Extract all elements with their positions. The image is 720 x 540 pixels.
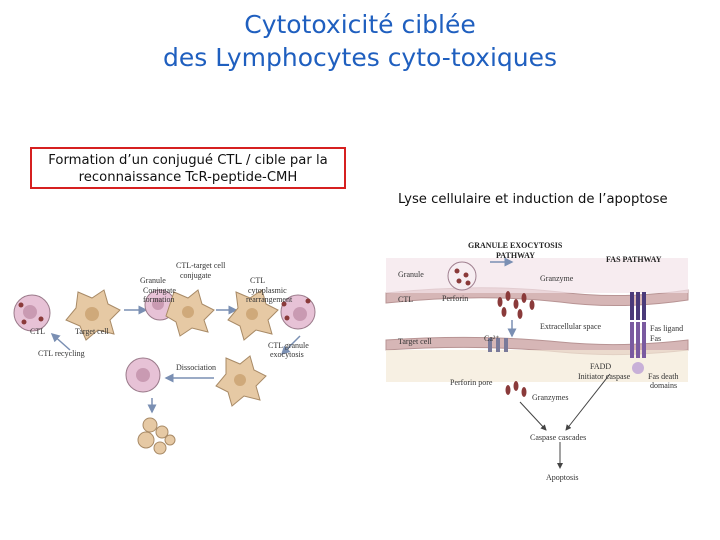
apoptotic-debris: [137, 417, 176, 455]
label-ctl-top: CTL: [250, 276, 265, 285]
label-cytoplasmic-1: cytoplasmic: [248, 286, 287, 295]
label-perforin: Perforin: [442, 294, 468, 303]
perforin-pore: [488, 338, 508, 352]
label-ctl-right: CTL: [398, 295, 413, 304]
label-target-cell-right: Target cell: [398, 337, 432, 346]
slide-title: Cytotoxicité ciblée des Lymphocytes cyto…: [0, 8, 720, 74]
label-granzymes: Granzymes: [532, 393, 568, 402]
granule-vesicle: [447, 261, 477, 291]
label-cytoplasmic-2: rearrangement: [246, 295, 293, 304]
conjugate-cells: [144, 289, 215, 337]
label-perforin-pore: Perforin pore: [450, 378, 493, 387]
label-ctl: CTL: [30, 327, 45, 336]
label-ctl-granule-2: exocytosis: [270, 350, 304, 359]
label-fas: Fas: [650, 334, 661, 343]
label-ctl-granule-1: CTL granule: [268, 341, 309, 350]
label-fas-death-2: domains: [650, 381, 677, 390]
label-dissociation: Dissociation: [176, 363, 216, 372]
label-initiator-caspase: Initiator caspase: [578, 372, 631, 381]
lysis-caption: Lyse cellulaire et induction de l’apopto…: [398, 192, 668, 207]
label-caspase-cascades: Caspase cascades: [530, 433, 586, 442]
label-granule: Granule: [140, 276, 166, 285]
title-line-2: des Lymphocytes cyto-toxiques: [162, 43, 558, 72]
ctl-cell-1: [13, 294, 51, 332]
box-line-2: reconnaissance TcR-peptide-CMH: [78, 170, 298, 185]
conjugate-formation-box: Formation d’un conjugué CTL / cible par …: [30, 147, 346, 189]
exocytosed-granzymes: [497, 291, 535, 319]
label-fas-death-1: Fas death: [648, 372, 678, 381]
label-granule-right: Granule: [398, 270, 424, 279]
label-fadd: FADD: [590, 362, 611, 371]
label-ctl-recycling: CTL recycling: [38, 349, 85, 358]
label-fas-pathway: FAS PATHWAY: [606, 255, 662, 264]
label-extracellular-space: Extracellular space: [540, 322, 602, 331]
dissociation-cells: [125, 355, 267, 407]
title-line-1: Cytotoxicité ciblée: [244, 10, 476, 39]
label-granzyme: Granzyme: [540, 274, 574, 283]
label-fas-ligand: Fas ligand: [650, 324, 683, 333]
lysis-pathway-diagram: GRANULE EXOCYTOSIS PATHWAY FAS PATHWAY G…: [385, 241, 689, 482]
label-granule-exocytosis-2: PATHWAY: [496, 251, 535, 260]
label-conjugate: conjugate: [180, 271, 212, 280]
intracellular-granzymes: [505, 381, 527, 397]
label-ca: Ca²⁺: [484, 334, 500, 343]
label-conjugate-formation-1: Conjugate: [143, 286, 176, 295]
label-apoptosis: Apoptosis: [546, 473, 578, 482]
label-ctl-target-conjugate: CTL-target cell: [176, 261, 226, 270]
label-target-cell: Target cell: [75, 327, 109, 336]
rearranged-conjugate: [227, 289, 316, 341]
ctl-cycle-diagram: CTL-target cell conjugate Granule CTL Co…: [13, 261, 316, 455]
label-conjugate-formation-2: formation: [143, 295, 175, 304]
fas-ligand-complex: [630, 292, 646, 374]
label-granule-exocytosis-1: GRANULE EXOCYTOSIS: [468, 241, 563, 250]
box-line-1: Formation d’un conjugué CTL / cible par …: [48, 153, 328, 168]
